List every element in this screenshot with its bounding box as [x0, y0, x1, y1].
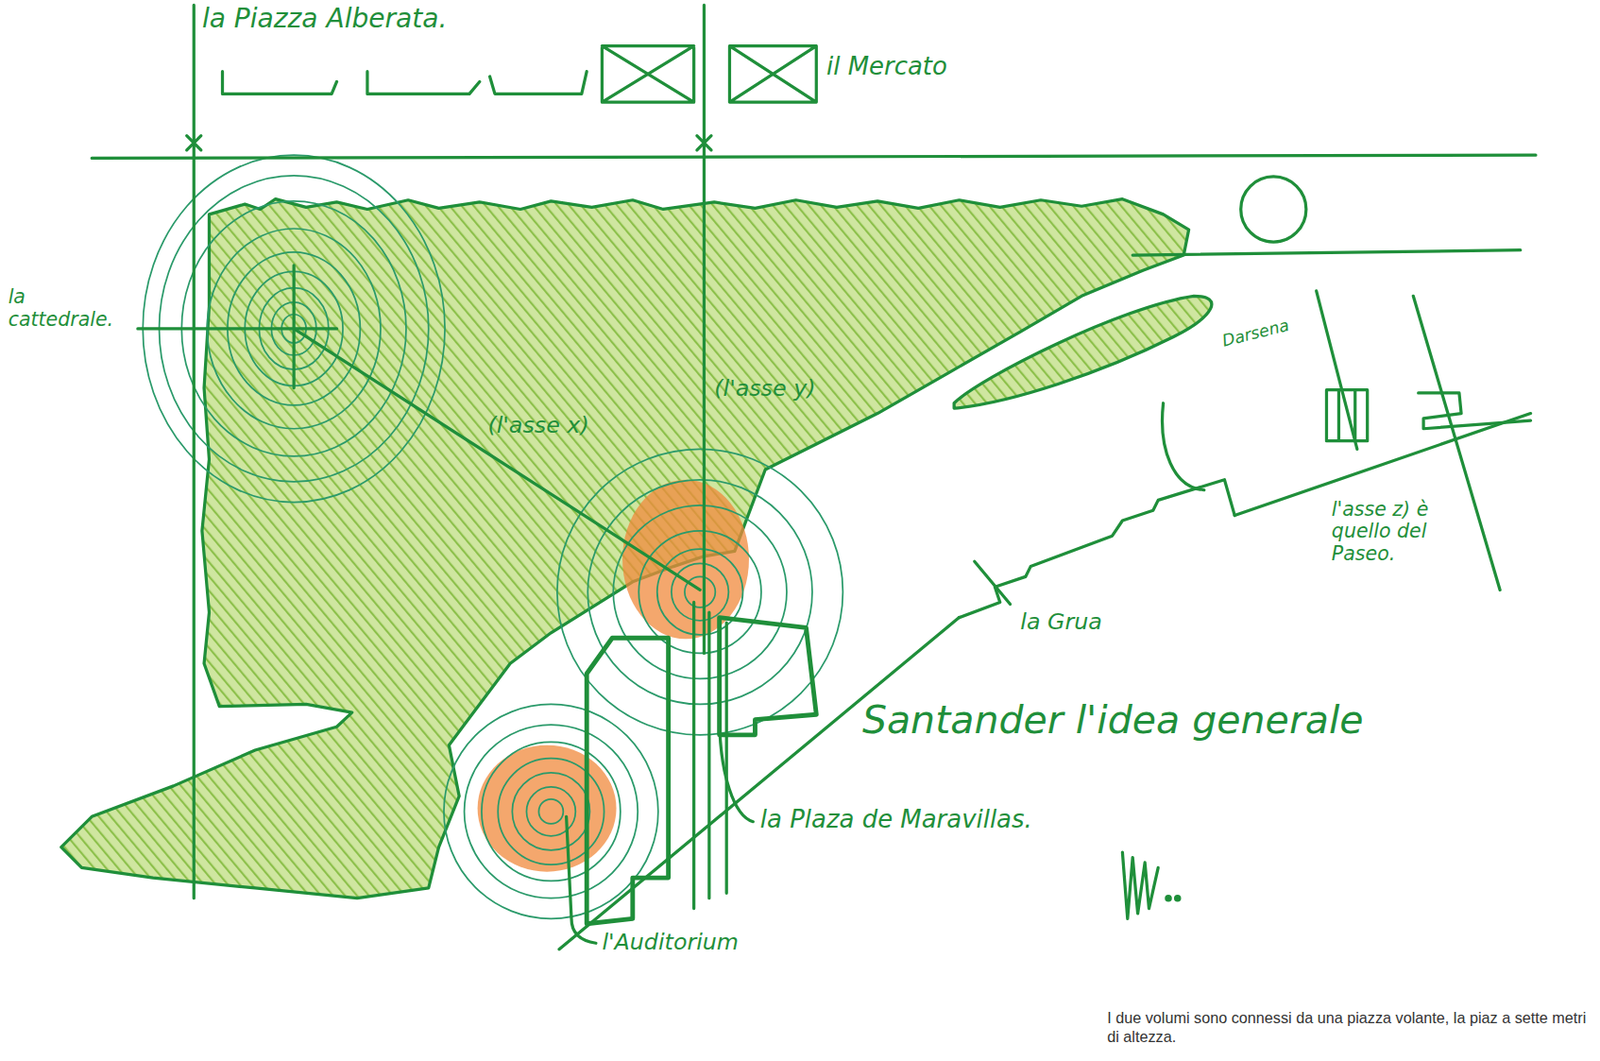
axes-and-lines-part — [601, 46, 694, 103]
orange-focus-part — [622, 479, 749, 640]
handwritten-label: la Grua — [1020, 608, 1103, 634]
land-part — [953, 295, 1212, 409]
axes-and-lines-part — [1166, 896, 1171, 901]
axes-and-lines-part — [1241, 176, 1307, 242]
axes-and-lines-part — [1412, 295, 1500, 590]
axes-and-lines-part — [490, 71, 588, 95]
axes-and-lines-part — [559, 617, 960, 950]
handwritten-label: il Mercato — [826, 52, 948, 82]
axes-and-lines-part — [1316, 290, 1358, 449]
axes-and-lines-part — [367, 71, 480, 95]
axes-and-lines-part — [974, 561, 1011, 604]
handwritten-label: Santander l'idea generale — [862, 697, 1364, 743]
axes-and-lines-part — [293, 328, 700, 591]
axes-and-lines-part — [137, 326, 338, 330]
handwritten-label: l'Auditorium — [601, 928, 739, 954]
axes-and-lines-part — [91, 154, 1536, 158]
radiating-circles-part — [464, 724, 639, 899]
axes-and-lines-part — [1175, 896, 1180, 901]
handwritten-label: la Piazza Alberata. — [202, 3, 448, 35]
axes-and-lines — [91, 4, 1536, 949]
orange-focus-part — [477, 745, 617, 872]
radiating-circles — [142, 154, 843, 919]
handwritten-label: (l'asse x) — [487, 411, 589, 438]
building-outline-part — [719, 617, 818, 735]
radiating-circles-part — [638, 530, 762, 654]
land — [61, 199, 1212, 899]
radiating-circles-part — [557, 448, 844, 735]
axes-and-lines-part — [697, 136, 712, 151]
radiating-circles-part — [671, 562, 730, 621]
axes-and-lines-part — [729, 46, 817, 103]
handwritten-label: la cattedrale. — [8, 286, 137, 331]
axes-and-lines-part — [702, 4, 706, 653]
radiating-circles-part — [538, 799, 563, 824]
axes-and-lines-part — [959, 479, 1236, 618]
axes-and-lines-part — [187, 136, 202, 151]
axes-and-lines-part — [1132, 250, 1521, 256]
radiating-circles-part — [587, 479, 813, 705]
radiating-circles-part — [657, 548, 744, 635]
axes-and-lines-part — [1162, 403, 1205, 491]
handwritten-label: Darsena — [1220, 316, 1292, 352]
radiating-circles-part — [511, 772, 590, 851]
axes-and-lines-part — [192, 4, 196, 898]
land-part — [61, 199, 1190, 899]
building-outline — [586, 617, 817, 924]
axes-and-lines-part — [292, 265, 296, 389]
caption: I due volumi sono connessi da una piazza… — [1106, 1007, 1587, 1047]
axes-and-lines-part — [1122, 851, 1158, 919]
axes-and-lines-part — [719, 714, 754, 821]
building-outline-part — [586, 637, 668, 924]
radiating-circles-part — [612, 505, 787, 680]
axes-and-lines-part — [1418, 392, 1532, 429]
radiating-circles-part — [443, 703, 659, 919]
radiating-circles-part — [481, 741, 621, 881]
handwritten-label: l'asse z) è quello del Paseo. — [1331, 497, 1455, 565]
handwritten-label: la Plaza de Maravillas. — [760, 805, 1033, 835]
axes-and-lines-part — [222, 71, 338, 95]
handwritten-label: (l'asse y) — [714, 375, 816, 402]
